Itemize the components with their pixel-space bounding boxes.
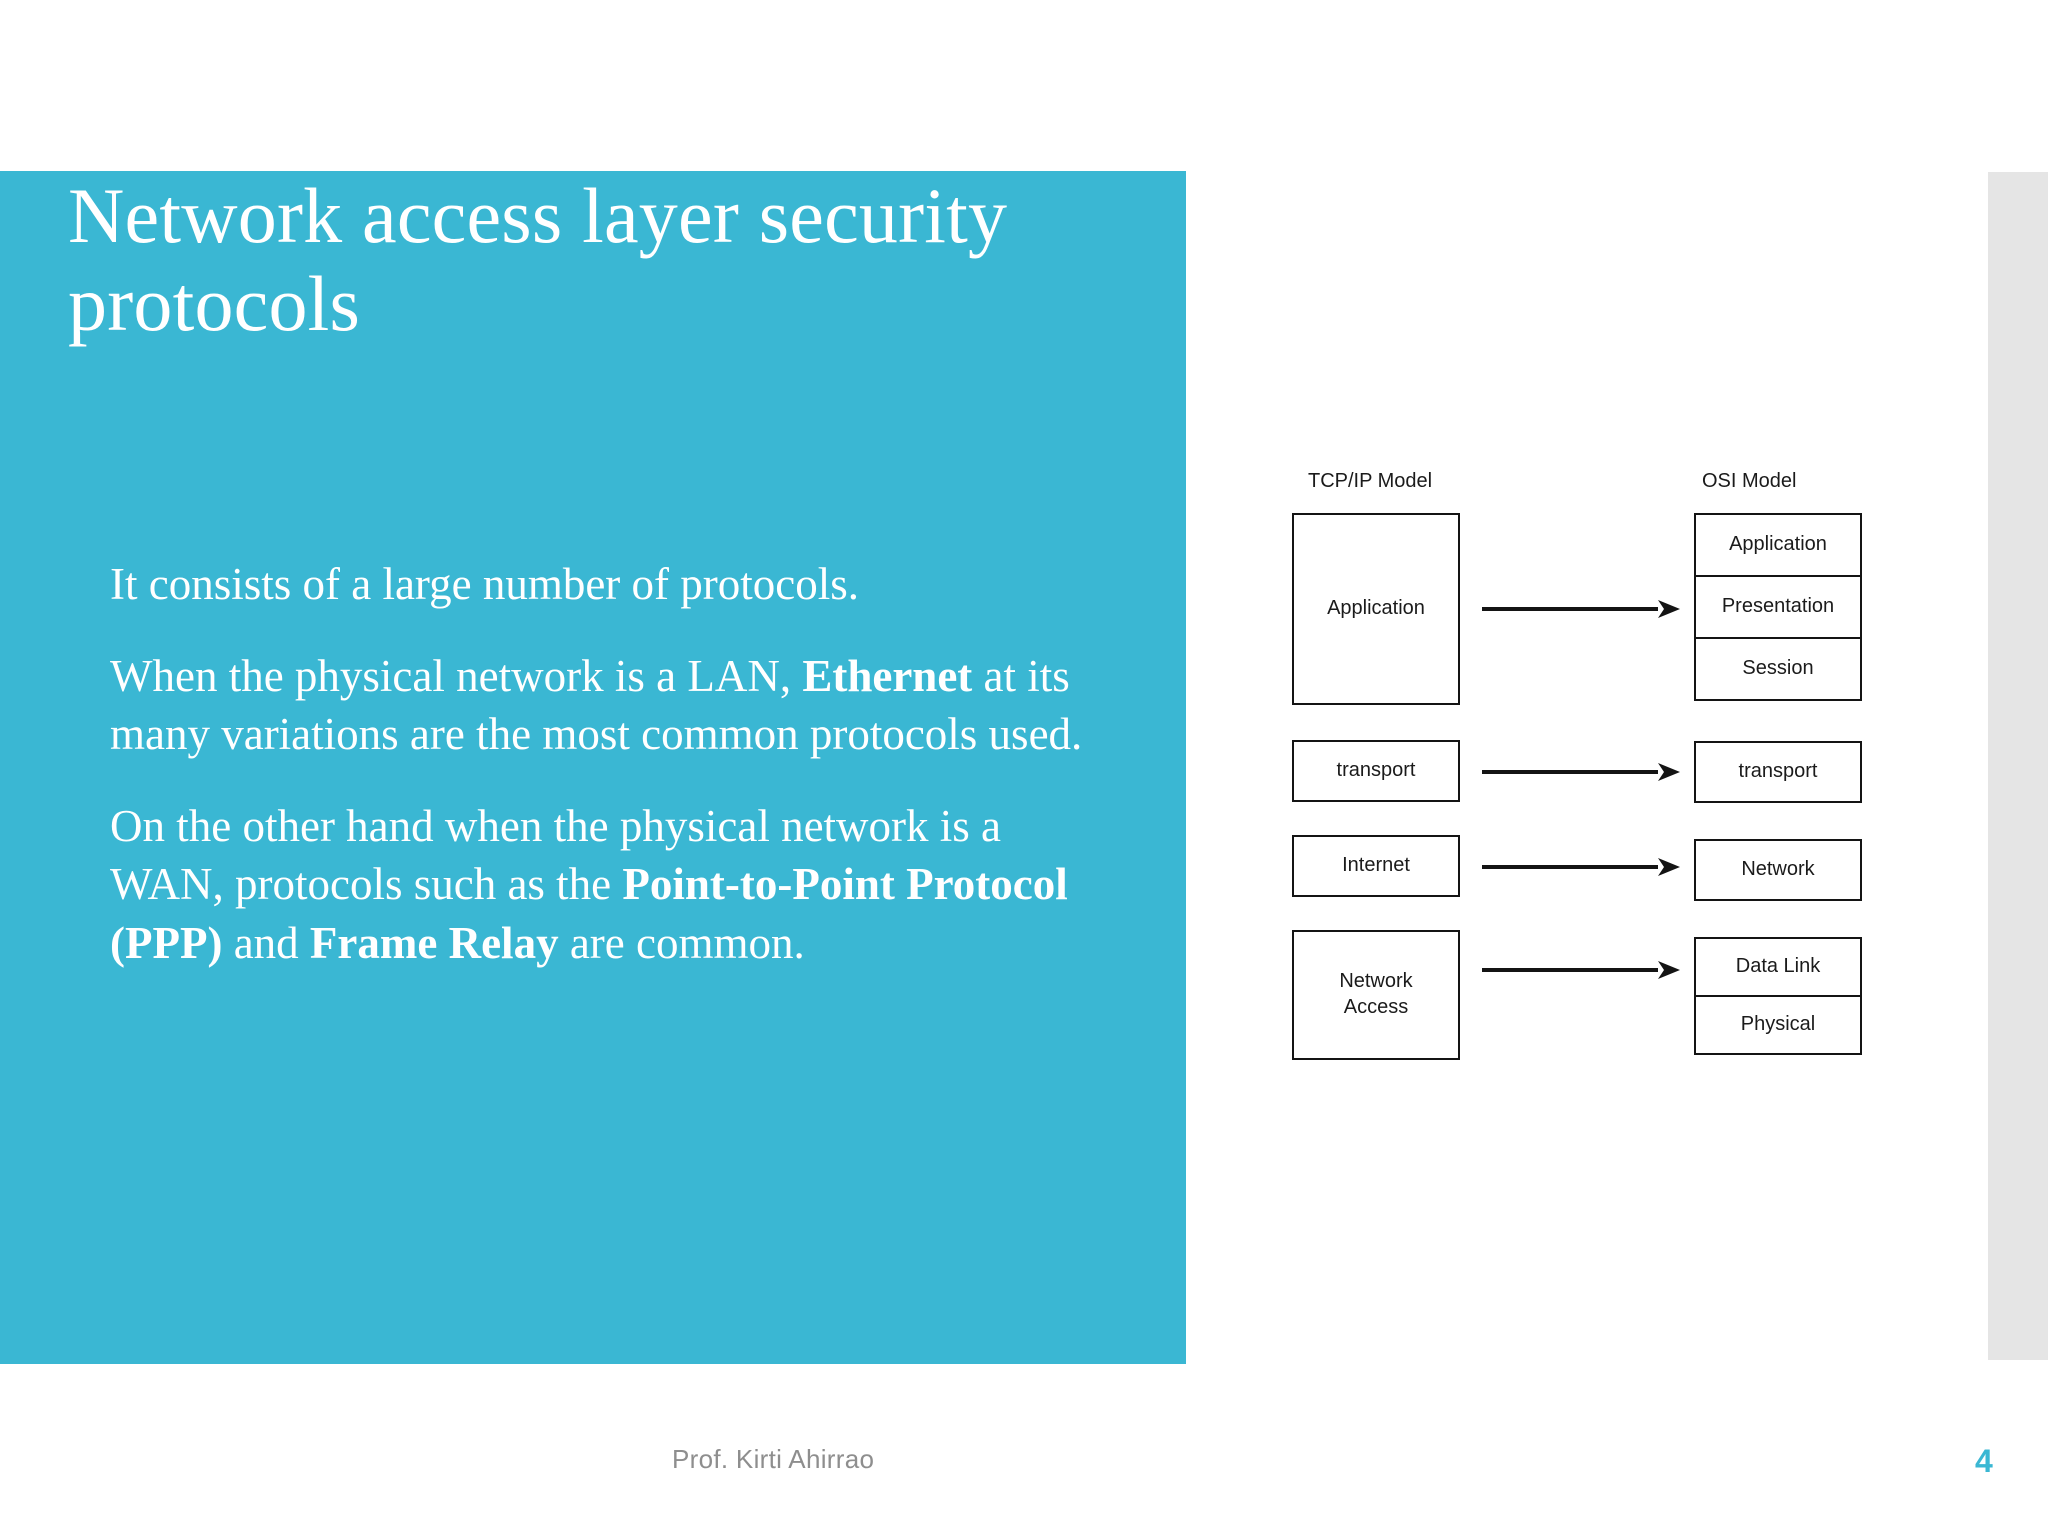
paragraph-2-bold-ethernet: Ethernet [802, 650, 973, 701]
tcpip-osi-model-diagram: TCP/IP Model OSI Model Application trans… [1270, 470, 1930, 1070]
osi-layer-presentation: Presentation [1694, 575, 1862, 639]
body-paragraph-3: On the other hand when the physical netw… [110, 797, 1120, 973]
osi-layer-physical: Physical [1694, 995, 1862, 1055]
body-text-block: It consists of a large number of protoco… [110, 555, 1120, 972]
tcpip-layer-application: Application [1292, 513, 1460, 705]
tcpip-layer-transport: transport [1292, 740, 1460, 802]
arrow-application-icon [1482, 598, 1682, 620]
body-paragraph-2: When the physical network is a LAN, Ethe… [110, 647, 1120, 764]
paragraph-3-bold-frame-relay: Frame Relay [309, 917, 559, 968]
body-paragraph-1: It consists of a large number of protoco… [110, 559, 860, 609]
footer-author: Prof. Kirti Ahirrao [672, 1444, 875, 1474]
osi-layer-network: Network [1694, 839, 1862, 901]
osi-layer-transport: transport [1694, 741, 1862, 803]
arrow-transport-icon [1482, 761, 1682, 783]
paragraph-3-part-3: are common. [558, 917, 805, 968]
teal-content-panel [0, 171, 1186, 1364]
paragraph-3-part-1: On the other hand when the physical netw… [110, 800, 1002, 910]
paragraph-3-bold-ppp: Point-to-Point Protocol (PPP) [110, 859, 1068, 968]
tcpip-layer-network-access: Network Access [1292, 930, 1460, 1060]
paragraph-2-part-1: When the physical network is a LAN, [110, 650, 803, 701]
arrow-network-access-icon [1482, 959, 1682, 981]
tcpip-layer-internet: Internet [1292, 835, 1460, 897]
paragraph-3-part-2: and [222, 917, 310, 968]
osi-layer-session: Session [1694, 637, 1862, 701]
tcpip-column-heading: TCP/IP Model [1308, 470, 1433, 492]
page-number: 4 [1975, 1443, 1993, 1479]
page-title: Network access layer security protocols [68, 172, 1008, 347]
right-edge-strip [1988, 172, 2048, 1360]
paragraph-2-part-2: at its many variations are the most comm… [110, 650, 1083, 760]
osi-layer-application: Application [1694, 513, 1862, 577]
osi-column-heading: OSI Model [1702, 470, 1797, 492]
osi-layer-data-link: Data Link [1694, 937, 1862, 997]
arrow-internet-network-icon [1482, 856, 1682, 878]
